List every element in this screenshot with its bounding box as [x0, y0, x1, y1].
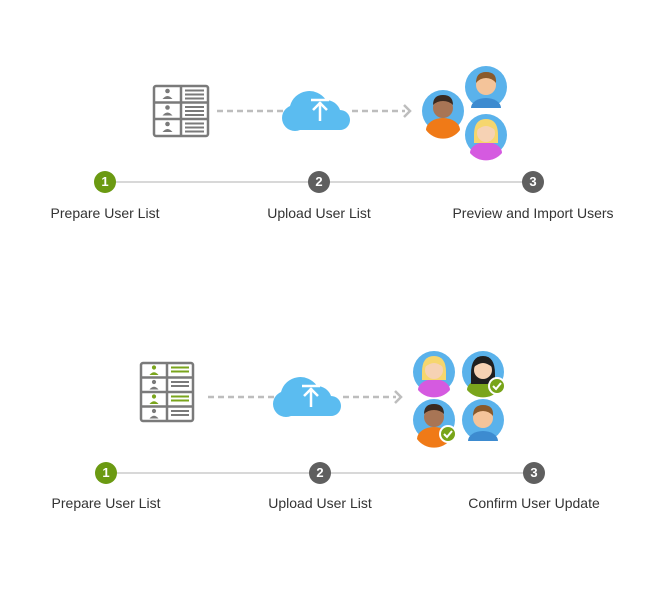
step-1-label: Prepare User List [50, 205, 160, 221]
step-1-number: 1 [94, 171, 116, 193]
user-avatars-checked-icon [413, 351, 506, 448]
step-2-number: 2 [308, 171, 330, 193]
check-badge-icon [439, 425, 457, 443]
avatar-man-brown-hair [465, 66, 507, 108]
arrow-head-icon [394, 390, 403, 404]
avatar-man-brown-hair [462, 399, 504, 441]
avatar-woman-blonde [413, 351, 455, 398]
avatar-woman-black-hair [462, 351, 506, 398]
step-2-label: Upload User List [268, 495, 372, 511]
user-avatars-icon [422, 66, 507, 161]
check-badge-icon [488, 377, 506, 395]
step-3-label: Preview and Import Users [452, 205, 614, 221]
avatar-woman-blonde [465, 114, 507, 161]
step-1-number: 1 [95, 462, 117, 484]
import-users-flow: 1 2 3 Prepare User List Upload User List… [0, 0, 671, 260]
step-3-number: 3 [523, 462, 545, 484]
user-list-icon [152, 84, 210, 138]
avatar-man-dark-skin [413, 399, 457, 448]
import-users-illustration [105, 66, 533, 183]
step-1-label: Prepare User List [51, 495, 161, 511]
user-list-checked-icon [139, 361, 195, 423]
cloud-upload-icon [282, 91, 350, 131]
step-2-label: Upload User List [267, 205, 371, 221]
step-3-number: 3 [522, 171, 544, 193]
update-users-flow: 1 2 3 Prepare User List Upload User List… [0, 290, 671, 550]
cloud-upload-icon [273, 377, 341, 417]
step-3-label: Confirm User Update [468, 495, 600, 511]
avatar-man-dark-skin [422, 90, 464, 139]
update-users-illustration [106, 351, 534, 474]
step-2-number: 2 [309, 462, 331, 484]
arrow-head-icon [403, 104, 412, 118]
